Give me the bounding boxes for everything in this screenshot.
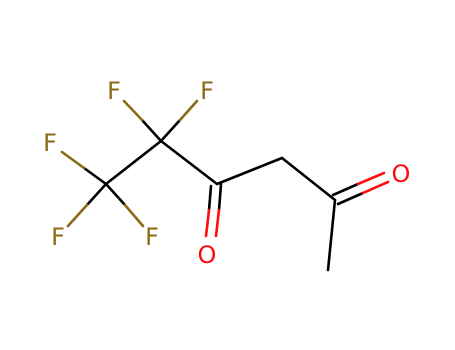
bond-c1-f4-fluorine-half — [66, 203, 89, 228]
bond-c1-c2 — [104, 139, 163, 186]
bond-c1-f4-carbon-half — [85, 182, 108, 207]
bond-c5-o2-a-oxygen-half — [356, 171, 386, 186]
carbon-bonds — [104, 139, 337, 272]
atom-label-o2: O — [392, 160, 411, 188]
atom-label-f4: F — [51, 223, 65, 251]
bond-c1-f5-carbon-half — [104, 182, 127, 207]
bond-c2-f2-fluorine-half — [178, 99, 199, 122]
atom-label-o1: O — [198, 241, 217, 269]
bond-c5-o2-b-carbon-half — [336, 191, 365, 206]
bond-c3-o1-b-carbon-half — [207, 184, 213, 212]
bond-c1-f3-fluorine-half — [60, 150, 86, 170]
bond-c3-o1-a-oxygen-half — [214, 208, 221, 238]
bond-c2-f1-carbon-half — [140, 118, 163, 143]
bond-c1-f3-carbon-half — [82, 166, 108, 186]
atom-label-f1: F — [107, 77, 121, 105]
bond-c3-o1-a-carbon-half — [217, 182, 223, 212]
cf-bonds — [60, 99, 199, 228]
co-bonds — [204, 171, 390, 238]
bond-c2-f2-carbon-half — [159, 118, 182, 143]
atom-label-f3: F — [43, 129, 57, 157]
bond-c4-c5 — [280, 156, 337, 202]
bond-c5-o2-a-carbon-half — [331, 182, 360, 197]
bond-c1-f5-fluorine-half — [123, 203, 145, 228]
bond-c5-o2-b-oxygen-half — [361, 180, 390, 195]
bond-c3-o1-b-oxygen-half — [204, 208, 211, 238]
atom-labels: F F F F F O O — [43, 77, 410, 269]
atom-label-f5: F — [145, 223, 159, 251]
bond-c2-c3 — [159, 139, 219, 186]
bond-c3-c4 — [215, 156, 284, 186]
atom-label-f2: F — [200, 77, 214, 105]
bond-c5-c6 — [326, 198, 337, 272]
bond-c2-f1-fluorine-half — [122, 99, 144, 122]
